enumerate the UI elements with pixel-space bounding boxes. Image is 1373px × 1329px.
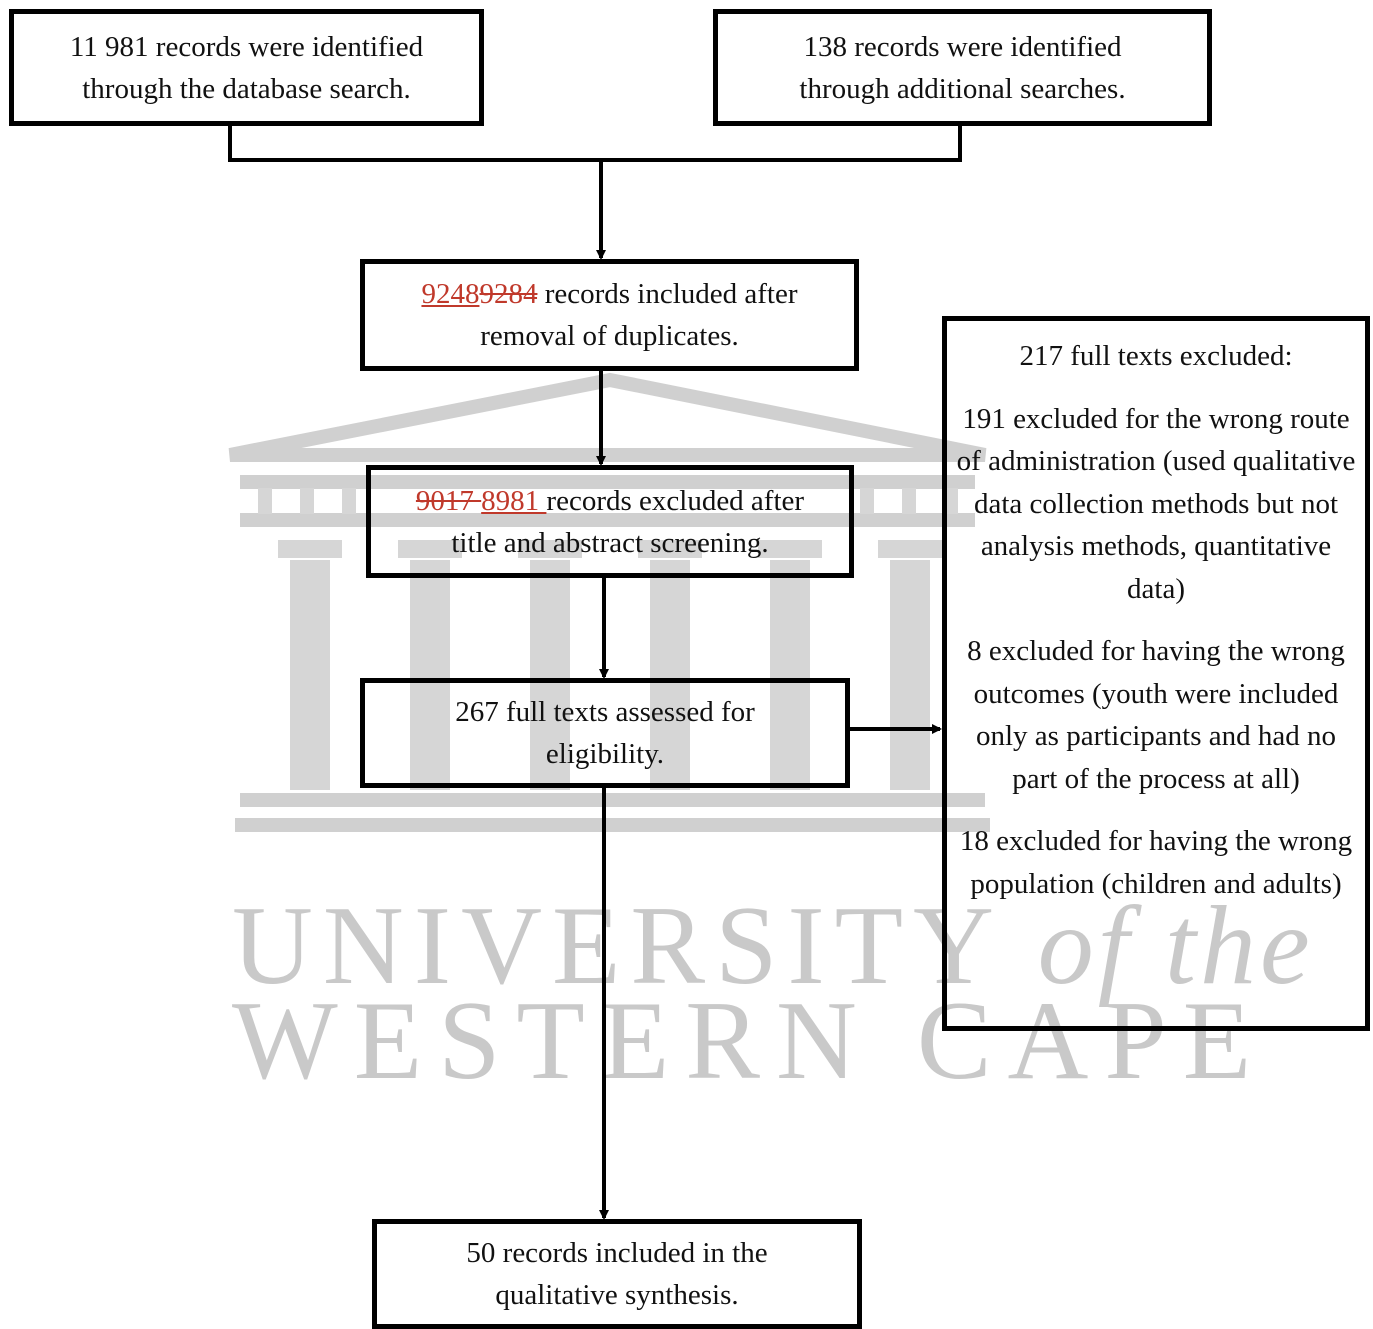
- full-text-exclusions-box: 217 full texts excluded: 191 excluded fo…: [942, 316, 1370, 1031]
- exclusions-heading: 217 full texts excluded:: [1019, 340, 1293, 372]
- final-line1: 50 records included in the: [466, 1237, 768, 1269]
- screening-line1: 9017 8981 records excluded after: [416, 480, 804, 522]
- duplicates-line1: 92489284 records included after: [421, 273, 797, 315]
- database-search-line1: 11 981 records were identified: [69, 30, 424, 63]
- final-included-box: 50 records included in the qualitative s…: [372, 1219, 862, 1329]
- full-text-line2: eligibility.: [545, 738, 665, 770]
- final-line2: qualitative synthesis.: [495, 1279, 739, 1311]
- additional-search-line2: through additional searches.: [799, 72, 1126, 105]
- full-text-line1: 267 full texts assessed for: [455, 696, 755, 728]
- additional-search-line1: 138 records were identified: [803, 30, 1122, 63]
- revision-deleted-number: 9017: [415, 484, 482, 517]
- revision-deleted-number: 9284: [479, 278, 538, 310]
- revision-inserted-number: 9248: [421, 278, 480, 310]
- exclusion-reason-population: 18 excluded for having the wrong populat…: [959, 825, 1353, 900]
- title-abstract-screening-box: 9017 8981 records excluded after title a…: [366, 465, 854, 578]
- full-text-assessed-box: 267 full texts assessed for eligibility.: [360, 678, 850, 788]
- revision-inserted-number: 8981: [481, 484, 547, 517]
- exclusion-reason-outcomes: 8 excluded for having the wrong outcomes…: [967, 635, 1345, 795]
- screening-line1-text: records excluded after: [546, 484, 805, 517]
- merge-connector: [228, 126, 962, 162]
- exclusion-reason-route: 191 excluded for the wrong route of admi…: [956, 402, 1356, 605]
- duplicates-line1-text: records included after: [537, 278, 798, 310]
- additional-search-box: 138 records were identified through addi…: [713, 9, 1212, 126]
- database-search-line2: through the database search.: [82, 72, 411, 105]
- duplicates-line2: removal of duplicates.: [480, 320, 739, 352]
- duplicates-removed-box: 92489284 records included after removal …: [360, 259, 859, 371]
- screening-line2: title and abstract screening.: [451, 526, 769, 559]
- database-search-box: 11 981 records were identified through t…: [9, 9, 484, 126]
